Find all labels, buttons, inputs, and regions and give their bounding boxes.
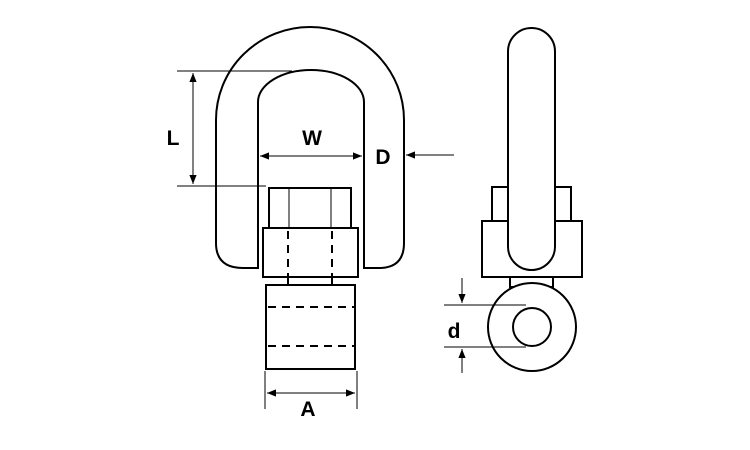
label-W: W xyxy=(302,127,322,150)
label-d: d xyxy=(448,320,461,343)
threaded-base xyxy=(265,284,356,370)
dimension-A: A xyxy=(264,371,358,421)
front-view xyxy=(215,26,405,370)
dimension-d: d xyxy=(444,278,526,373)
side-view xyxy=(481,27,583,372)
label-L: L xyxy=(167,127,180,150)
dimension-D: D xyxy=(375,146,454,169)
swivel-body-block xyxy=(262,227,359,278)
eye-ring-side xyxy=(507,27,556,271)
dimension-W: W xyxy=(260,127,362,160)
neck xyxy=(287,276,333,286)
swivel-eye-bore xyxy=(512,307,552,347)
eye-ring-front xyxy=(215,26,405,269)
hex-nut-top xyxy=(268,187,352,230)
label-A: A xyxy=(300,398,315,421)
dimension-L: L xyxy=(167,70,292,187)
label-D: D xyxy=(375,146,390,169)
